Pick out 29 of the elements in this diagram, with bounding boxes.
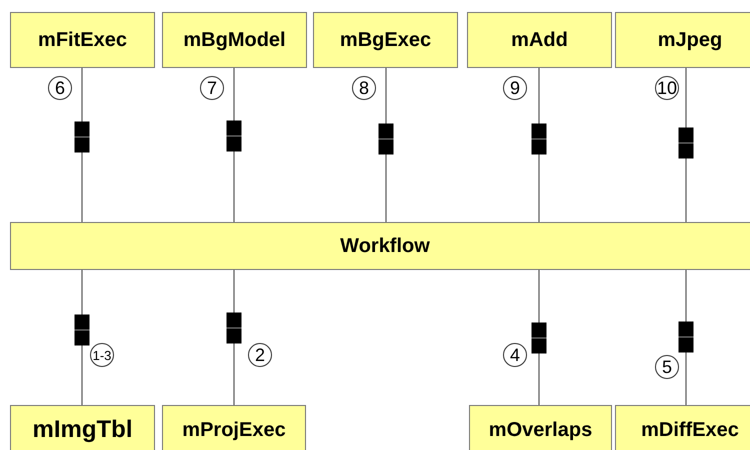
box-label: mBgModel (183, 28, 286, 52)
step-number: 7 (200, 76, 224, 100)
box-label: mFitExec (38, 28, 127, 52)
process-box (615, 12, 750, 68)
step-number: 9 (503, 76, 527, 100)
box-label: mOverlaps (488, 418, 592, 442)
box-label: mBgExec (340, 28, 432, 52)
process-box (615, 405, 750, 450)
process-box (162, 405, 306, 450)
process-box (162, 12, 307, 68)
step-number: 10 (655, 76, 679, 100)
step-number: 5 (655, 355, 679, 379)
box-label: mAdd (511, 28, 568, 52)
process-box (10, 222, 750, 270)
box-label: mProjExec (182, 418, 286, 442)
process-box (10, 405, 155, 450)
process-box (313, 12, 458, 68)
process-box (467, 12, 612, 68)
step-number: 4 (503, 343, 527, 367)
process-box (469, 405, 612, 450)
box-label: mJpeg (658, 28, 722, 52)
step-number: 8 (352, 76, 376, 100)
box-label: mDiffExec (641, 418, 739, 442)
box-label: Workflow (340, 234, 430, 258)
step-number: 2 (248, 343, 272, 367)
process-box (10, 12, 155, 68)
box-label: mImgTbl (32, 416, 132, 444)
step-number: 1-3 (90, 343, 114, 367)
step-number: 6 (48, 76, 72, 100)
